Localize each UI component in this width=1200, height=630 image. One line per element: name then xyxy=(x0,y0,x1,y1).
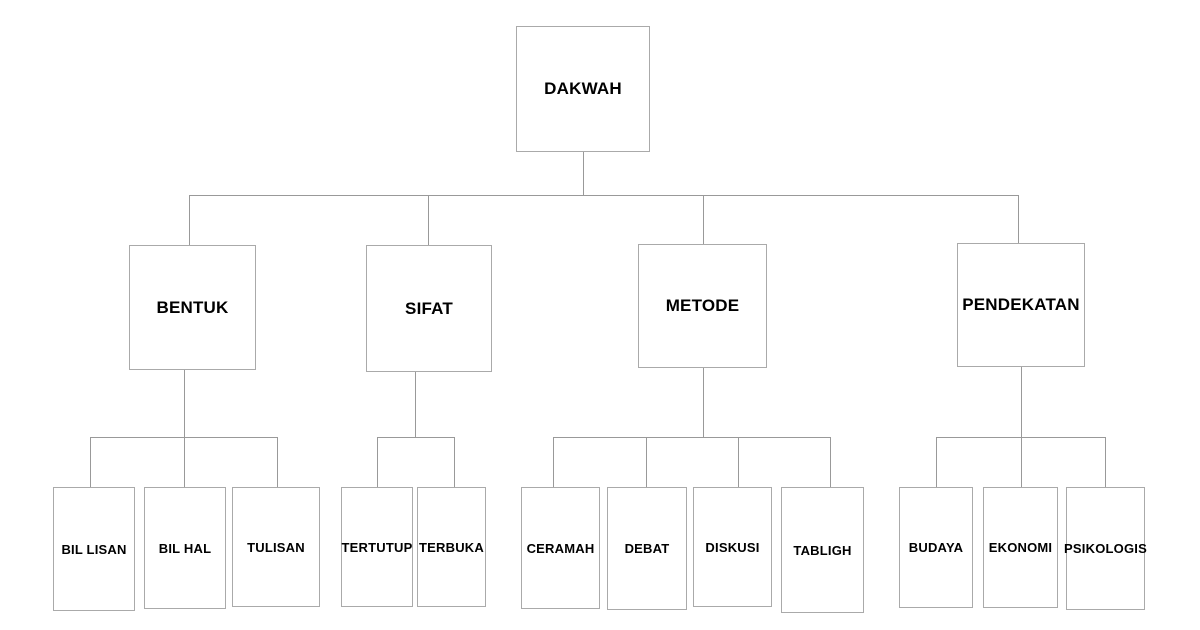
node-bentuk-label: BENTUK xyxy=(156,297,229,317)
connector-drop-tertutup xyxy=(377,437,378,487)
connector-metode-stem xyxy=(703,368,704,437)
node-dakwah-label: DAKWAH xyxy=(544,79,622,98)
connector-root-stem xyxy=(583,152,584,195)
node-terbuka-label: TERBUKA xyxy=(419,539,484,555)
connector-drop-diskusi xyxy=(738,437,739,487)
node-debat[interactable]: DEBAT xyxy=(607,487,687,610)
node-tertutup-label: TERTUTUP xyxy=(341,539,413,555)
node-bil-lisan-label: BIL LISAN xyxy=(61,541,127,557)
node-ekonomi-label: EKONOMI xyxy=(988,540,1053,555)
connector-drop-debat xyxy=(646,437,647,487)
node-metode[interactable]: METODE xyxy=(638,244,767,368)
connector-drop-tabligh xyxy=(830,437,831,487)
connector-metode-bar xyxy=(553,437,831,438)
node-tulisan-label: TULISAN xyxy=(247,539,305,555)
node-metode-label: METODE xyxy=(665,296,740,315)
node-diskusi[interactable]: DISKUSI xyxy=(693,487,772,607)
node-bil-hal[interactable]: BIL HAL xyxy=(144,487,226,609)
connector-sifat-bar xyxy=(377,437,455,438)
node-budaya-label: BUDAYA xyxy=(908,540,964,555)
node-tertutup[interactable]: TERTUTUP xyxy=(341,487,413,607)
connector-drop-sifat xyxy=(428,195,429,245)
node-dakwah[interactable]: DAKWAH xyxy=(516,26,650,152)
node-pendekatan-label: PENDEKATAN xyxy=(962,295,1080,314)
connector-drop-psikologis xyxy=(1105,437,1106,487)
connector-drop-budaya xyxy=(936,437,937,487)
connector-sifat-stem xyxy=(415,372,416,437)
node-sifat[interactable]: SIFAT xyxy=(366,245,492,372)
node-debat-label: DEBAT xyxy=(624,541,670,556)
connector-drop-ekonomi xyxy=(1021,437,1022,487)
node-budaya[interactable]: BUDAYA xyxy=(899,487,973,608)
connector-drop-metode xyxy=(703,195,704,244)
node-ceramah-label: CERAMAH xyxy=(526,540,595,556)
node-terbuka[interactable]: TERBUKA xyxy=(417,487,486,607)
node-sifat-label: SIFAT xyxy=(405,298,453,318)
node-psikologis[interactable]: PSIKOLOGIS xyxy=(1064,487,1147,610)
connector-drop-bil-lisan xyxy=(90,437,91,487)
node-psikologis-label: PSIKOLOGIS xyxy=(1064,541,1147,556)
connector-drop-pendekatan xyxy=(1018,195,1019,243)
connector-drop-bentuk xyxy=(189,195,190,245)
connector-drop-ceramah xyxy=(553,437,554,487)
node-tabligh-label: TABLIGH xyxy=(793,542,852,558)
connector-drop-terbuka xyxy=(454,437,455,487)
connector-drop-bil-hal xyxy=(184,437,185,487)
node-ceramah[interactable]: CERAMAH xyxy=(521,487,600,609)
node-bil-lisan[interactable]: BIL LISAN xyxy=(53,487,135,611)
node-diskusi-label: DISKUSI xyxy=(705,539,760,555)
node-bil-hal-label: BIL HAL xyxy=(158,540,212,556)
connector-drop-tulisan xyxy=(277,437,278,487)
node-tulisan[interactable]: TULISAN xyxy=(232,487,320,607)
connector-bentuk-stem xyxy=(184,370,185,437)
connector-root-bar xyxy=(189,195,1019,196)
node-tabligh[interactable]: TABLIGH xyxy=(781,487,864,613)
connector-pendekatan-stem xyxy=(1021,367,1022,437)
node-pendekatan[interactable]: PENDEKATAN xyxy=(957,243,1085,367)
node-ekonomi[interactable]: EKONOMI xyxy=(983,487,1058,608)
node-bentuk[interactable]: BENTUK xyxy=(129,245,256,370)
